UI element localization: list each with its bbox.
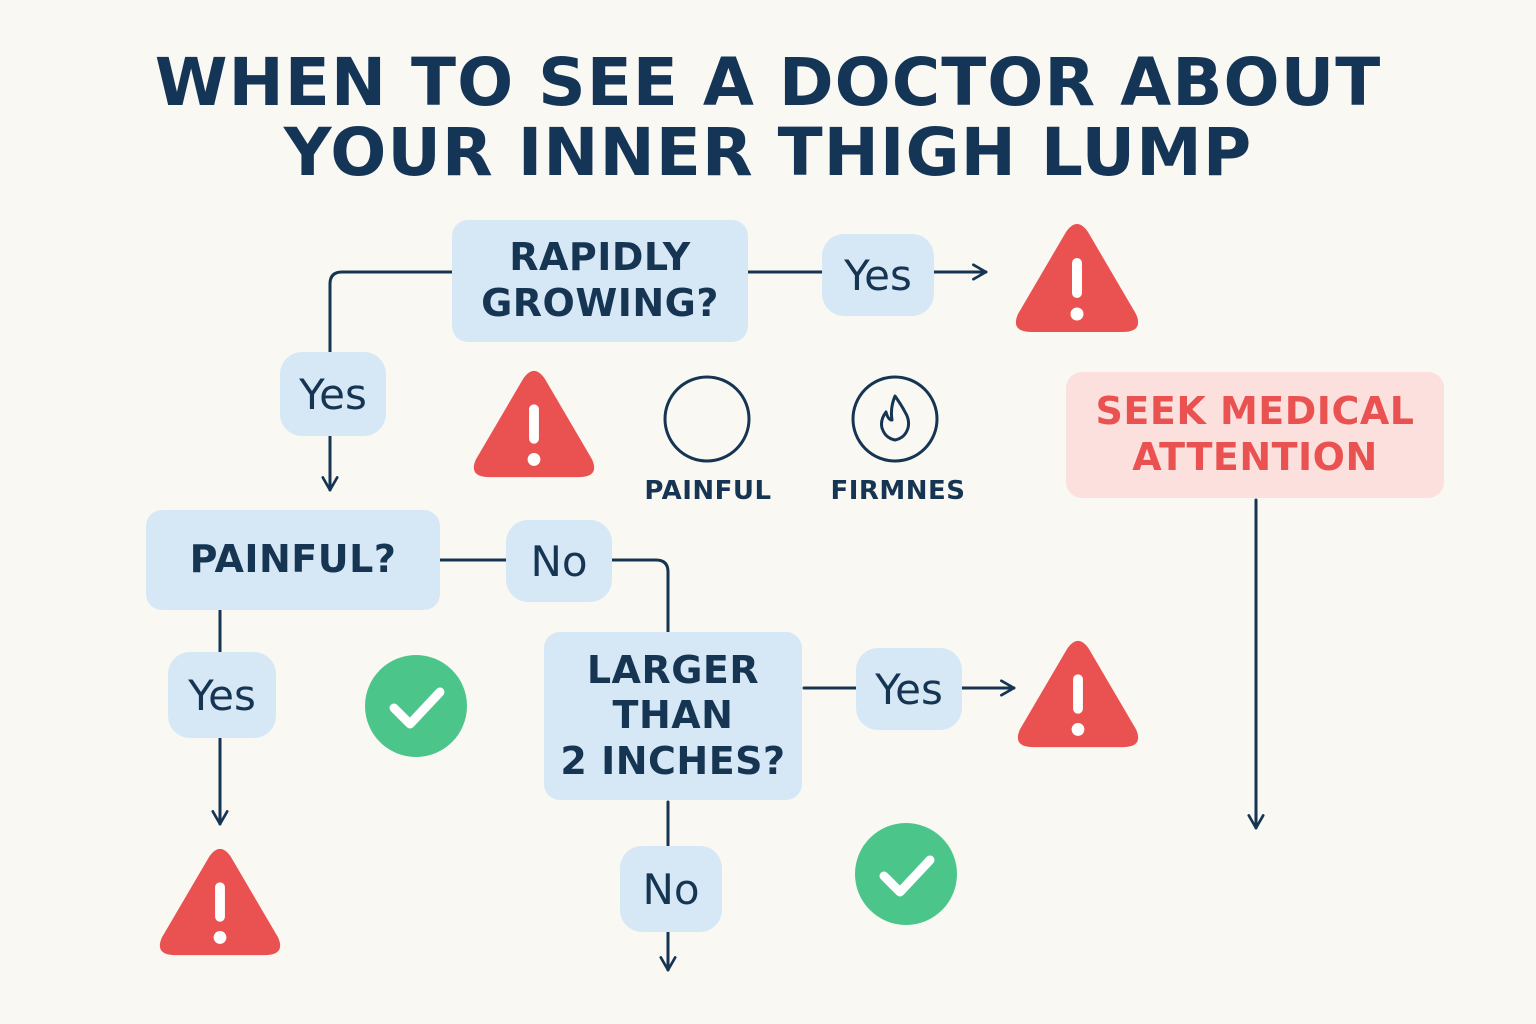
node-rapidly-growing: RAPIDLY GROWING?	[452, 220, 748, 342]
empty-circle-icon	[663, 375, 751, 463]
check-circle-icon	[365, 655, 467, 757]
warning-triangle-icon	[159, 848, 281, 956]
node-rapidly-growing-line-1: RAPIDLY	[509, 235, 691, 280]
branch-rapid-yes-right: Yes	[822, 234, 934, 316]
node-painful-label: PAINFUL?	[189, 537, 397, 582]
flame-circle-icon	[851, 375, 939, 463]
node-larger-than-2-inches: LARGER THAN 2 INCHES?	[544, 632, 802, 800]
node-rapidly-growing-line-2: GROWING?	[481, 281, 719, 325]
node-larger-line-1: LARGER	[586, 647, 760, 692]
legend-label-painful: PAINFUL	[644, 476, 772, 506]
branch-painful-no: No	[506, 520, 612, 602]
page-title-line-1: WHEN TO SEE A DOCTOR ABOUT	[154, 44, 1382, 121]
branch-larger-no: No	[620, 846, 722, 932]
node-larger-line-2: THAN	[612, 693, 734, 738]
node-painful: PAINFUL?	[146, 510, 440, 610]
warning-triangle-icon	[1017, 640, 1139, 748]
check-circle-icon	[855, 823, 957, 925]
outcome-line-2: ATTENTION	[1132, 435, 1378, 479]
node-larger-line-3: 2 INCHES?	[560, 738, 786, 783]
branch-painful-yes: Yes	[168, 652, 276, 738]
connector-no-to-larger	[610, 558, 670, 634]
outcome-line-1: SEEK MEDICAL	[1095, 389, 1415, 434]
connector-rapid-yes-down	[328, 270, 454, 354]
outcome-seek-medical-attention: SEEK MEDICAL ATTENTION	[1066, 372, 1444, 498]
branch-larger-yes: Yes	[856, 648, 962, 730]
page-title-line-2: YOUR INNER THIGH LUMP	[283, 114, 1253, 191]
branch-rapid-yes-down: Yes	[280, 352, 386, 436]
warning-triangle-icon	[1015, 224, 1139, 332]
legend-label-firmness: FIRMNES	[830, 476, 966, 506]
warning-triangle-icon	[473, 370, 595, 478]
